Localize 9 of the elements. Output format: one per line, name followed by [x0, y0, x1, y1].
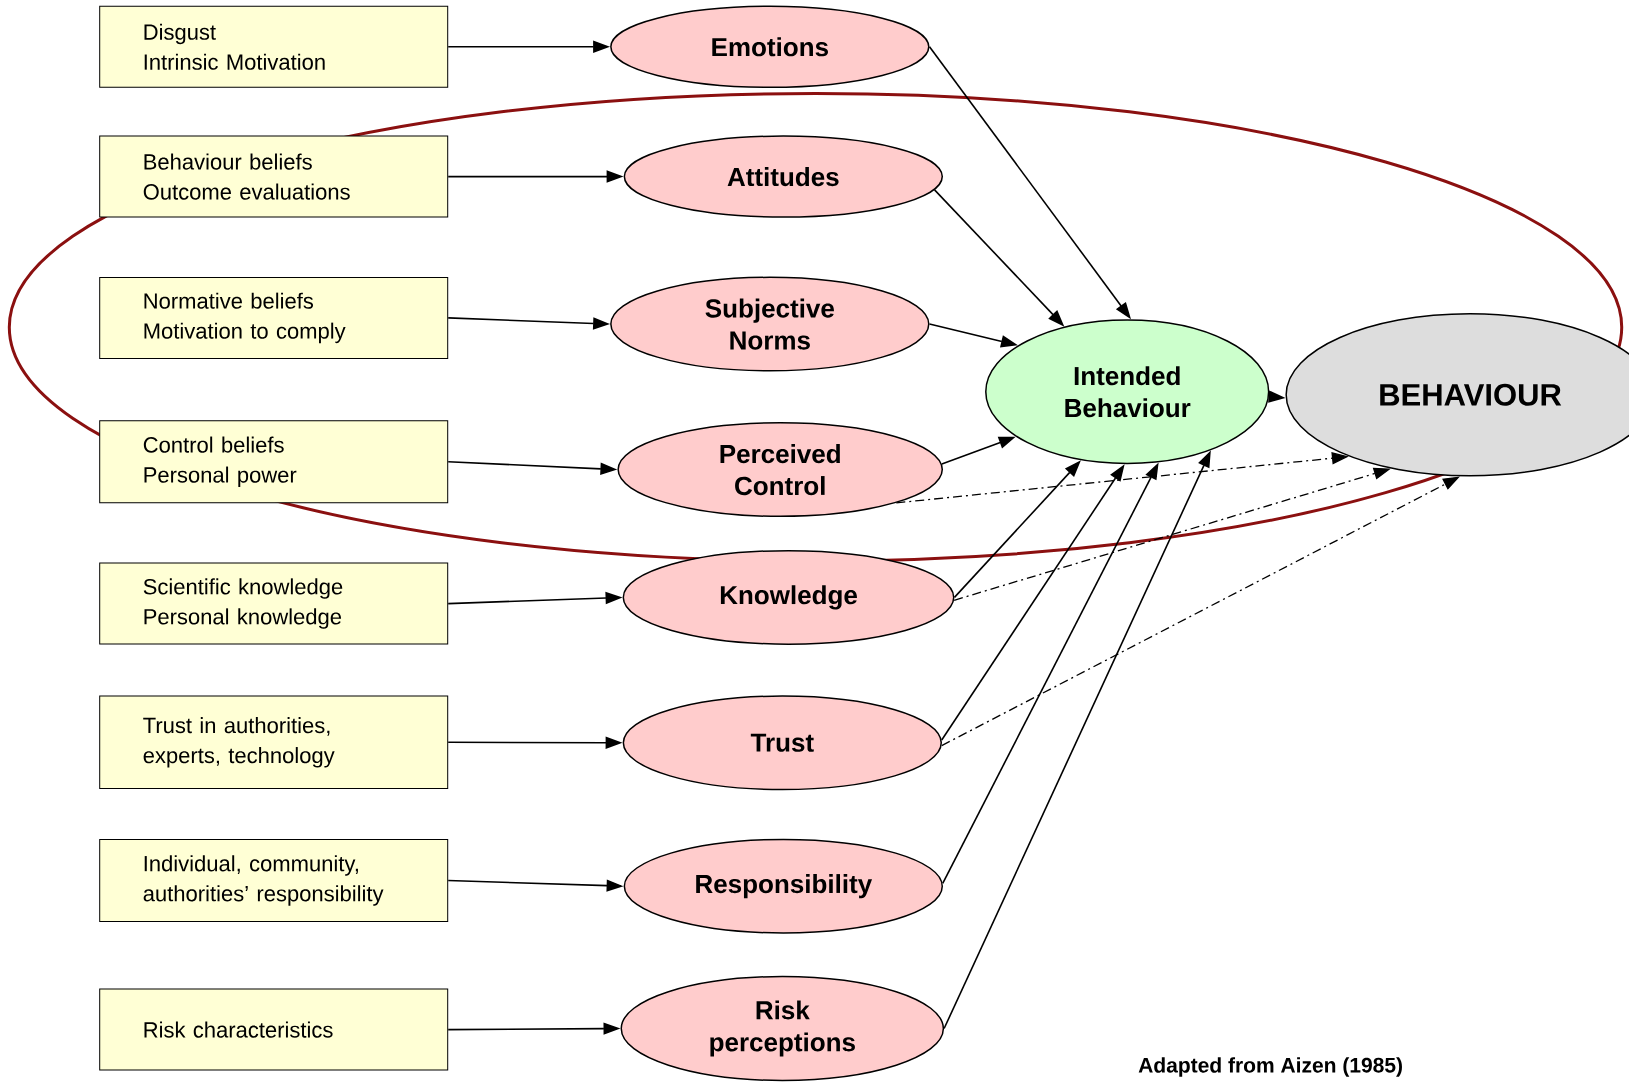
factor-box: Risk characteristics — [99, 988, 449, 1071]
factor-box: Disgust Intrinsic Motivation — [99, 5, 449, 88]
factor-box: Behaviour beliefs Outcome evaluations — [99, 135, 449, 218]
factor-box: Scientific knowledge Personal knowledge — [99, 562, 449, 645]
factor-box: Individual, community, authorities’ responsibility — [99, 838, 449, 923]
factor-box: Control beliefs Personal power — [99, 420, 449, 504]
caption: Adapted from Aizen (1985) — [1138, 1057, 1402, 1077]
factor-box: Trust in authorities, experts, technology — [99, 695, 449, 790]
factor-box: Normative beliefs Motivation to comply — [99, 276, 449, 359]
